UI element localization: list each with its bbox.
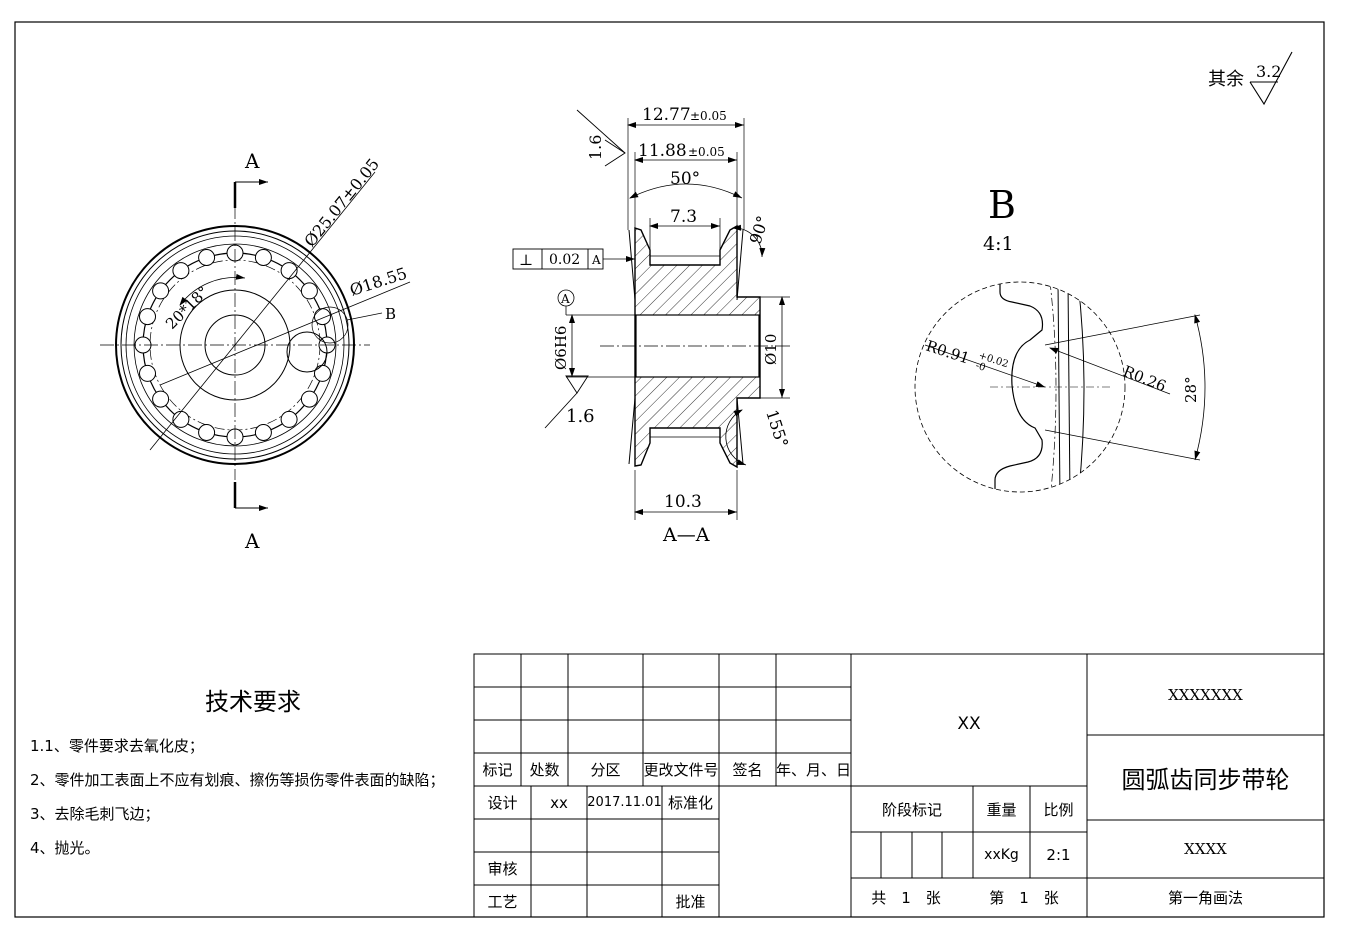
dim-hub: Ø10: [762, 334, 780, 365]
tb-company: XXXXXXX: [1168, 685, 1243, 704]
detail-r1: R0.91: [924, 337, 972, 368]
front-view: A A Ø25.07±0.05 Ø18.55 20*18° B: [100, 149, 411, 553]
tb-drawing-no: XXXX: [1184, 840, 1227, 858]
title-block: 标记 处数 分区 更改文件号 签名 年、月、日 设计 xx 2017.11.01…: [474, 654, 1324, 917]
gtol-datum: A: [591, 253, 601, 267]
tooth-notch: [152, 390, 170, 408]
tooth-notch: [300, 390, 318, 408]
tb-scale-value: 2:1: [1046, 846, 1071, 864]
dim-angle-155: 155°: [762, 407, 792, 450]
detail-ref: B: [385, 305, 396, 323]
tb-process-label: 工艺: [487, 892, 518, 911]
gtol-symbol: ⊥: [519, 251, 533, 269]
tech-req-item: 4、抛光。: [30, 839, 100, 857]
tooth-notch: [254, 424, 272, 441]
detail-scale: 4:1: [983, 233, 1014, 255]
dim-bore: Ø6H6: [552, 326, 570, 370]
title-block-grid: [473, 653, 1325, 918]
detail-angle: 28°: [1182, 376, 1200, 403]
tb-header-mark: 标记: [482, 761, 513, 779]
tooth-notch: [254, 249, 272, 266]
dim-inner-diameter: Ø18.55: [347, 264, 409, 300]
tb-material: XX: [957, 714, 981, 734]
tech-req-item: 3、去除毛刺飞边；: [30, 805, 160, 823]
tb-review-label: 审核: [487, 860, 518, 878]
roughness-bore: 1.6: [566, 406, 595, 427]
tooth-notch: [139, 364, 156, 382]
roughness-other-value: 3.2: [1256, 62, 1281, 81]
tooth-notch: [314, 308, 331, 326]
tb-header-date: 年、月、日: [776, 761, 852, 779]
tooth-notch: [280, 410, 298, 428]
detail-label: B: [988, 183, 1016, 227]
tech-req-item: 1.1、零件要求去氧化皮；: [30, 737, 204, 755]
tooth-notch: [139, 308, 156, 326]
tech-req-item: 2、零件加工表面上不应有划痕、擦伤等损伤零件表面的缺陷；: [30, 771, 445, 789]
tb-header-count: 处数: [529, 761, 560, 779]
tb-header-change-doc: 更改文件号: [643, 761, 719, 779]
detail-r1-lower: -0: [974, 360, 987, 373]
datum-label: A: [560, 292, 570, 306]
tb-header-sign: 签名: [732, 761, 763, 779]
tooth-notch: [172, 410, 190, 428]
dim-width-mid: 11.88: [638, 141, 687, 161]
roughness-other-label: 其余: [1208, 69, 1244, 90]
dim-width-top-tol: ±0.05: [690, 109, 727, 123]
tb-projection: 第一角画法: [1167, 889, 1243, 907]
tb-header-zone: 分区: [590, 761, 621, 779]
dim-width-mid-tol: ±0.05: [688, 145, 725, 159]
tech-req-title: 技术要求: [205, 688, 301, 716]
tooth-notch: [152, 282, 170, 300]
gtol-value: 0.02: [549, 252, 580, 268]
dim-groove: 7.3: [670, 207, 697, 227]
section-caption: A—A: [662, 524, 710, 546]
detail-view: B 4:1 28° R0.91 +0.02 -0 R0.26: [914, 183, 1206, 493]
tb-sheet-no: 第 1 张: [989, 889, 1059, 907]
roughness-top: 1.6: [586, 135, 605, 160]
dim-outer-diameter: Ø25.07±0.05: [300, 155, 383, 251]
section-mark-top: A: [244, 149, 260, 173]
detail-r2: R0.26: [1121, 362, 1169, 395]
tooth-notch: [172, 262, 190, 280]
tb-designer: xx: [550, 793, 568, 812]
dim-width-bottom: 10.3: [664, 492, 702, 512]
section-mark-bottom: A: [244, 529, 260, 553]
tooth-notch: [198, 424, 216, 441]
dim-teeth: 20*18°: [162, 282, 212, 332]
dim-angle-top: 50°: [670, 169, 700, 189]
tb-design-label: 设计: [487, 794, 518, 812]
tb-scale-label: 比例: [1043, 800, 1074, 819]
tooth-notch: [300, 282, 318, 300]
tb-weight-value: xxKg: [984, 847, 1019, 863]
tb-sheets-total: 共 1 张: [871, 889, 941, 907]
dim-angle-90: 90°: [746, 213, 773, 246]
section-view: 12.77 ±0.05 11.88 ±0.05 50° 7.3 90° 155°…: [512, 105, 792, 546]
dim-width-top: 12.77: [642, 105, 691, 125]
tb-standardization: 标准化: [667, 794, 713, 812]
tb-part-name: 圆弧齿同步带轮: [1121, 766, 1290, 794]
roughness-other: 其余 3.2: [1208, 51, 1293, 106]
tb-weight-label: 重量: [986, 800, 1017, 819]
tb-approve-label: 批准: [675, 892, 706, 911]
tb-stage-label: 阶段标记: [881, 800, 942, 819]
tb-design-date: 2017.11.01: [587, 795, 662, 810]
tooth-notch: [314, 364, 331, 382]
tooth-notch: [198, 249, 216, 266]
